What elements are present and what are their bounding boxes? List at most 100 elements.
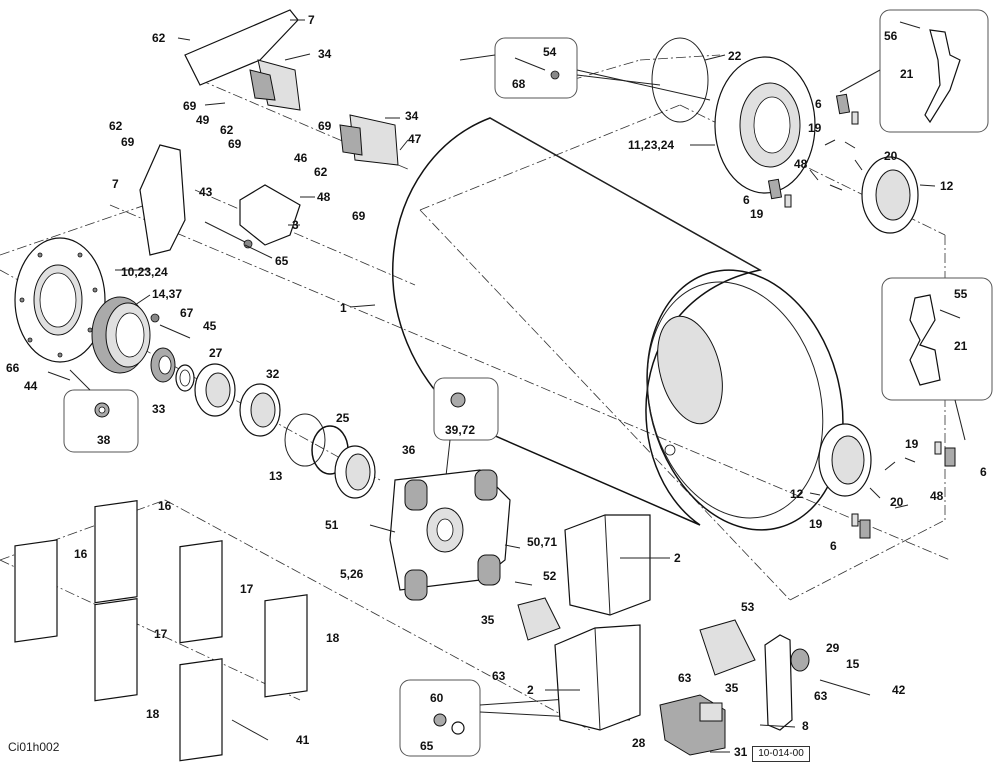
ring-12-lower [818,423,872,497]
label-66: 66 [6,361,20,375]
label-69: 69 [352,209,366,223]
bracket-3 [239,184,301,246]
bolt-50 [504,544,521,549]
bracket-plate-lower [554,624,641,731]
bracket-34a [249,59,301,111]
label-6: 6 [743,193,750,207]
washer-27 [175,364,195,392]
label-7-top: 7 [308,13,315,27]
bracket-35b [699,619,756,676]
segments-lower [851,441,956,539]
label-19: 19 [750,207,764,221]
assembly-axes [0,54,951,731]
right-flange [714,56,816,194]
label-35: 35 [725,681,739,695]
bolts-left [47,221,253,381]
gasket-22 [651,37,709,123]
label-25: 25 [336,411,350,425]
label-68: 68 [512,77,526,91]
leader-lines [115,19,936,753]
nut-33 [150,347,176,383]
label-65: 65 [275,254,289,268]
label-63: 63 [678,671,692,685]
label-62: 62 [314,165,328,179]
label-6: 6 [980,465,987,479]
label-47: 47 [408,132,422,146]
label-43: 43 [199,185,213,199]
label-52: 52 [543,569,557,583]
label-65: 65 [420,739,434,753]
label-19: 19 [808,121,822,135]
drawing-reference-box: 10-014-00 [752,746,810,762]
label-69: 69 [183,99,197,113]
label-8: 8 [802,719,809,733]
label-36: 36 [402,443,416,457]
label-34: 34 [318,47,332,61]
label-51: 51 [325,518,339,532]
label-16: 16 [74,547,88,561]
mounting-plate [389,469,511,601]
label-15: 15 [846,657,860,671]
label-28: 28 [632,736,646,750]
drawing-code: Ci01h002 [8,740,60,754]
label-13: 13 [269,469,283,483]
label-50-71: 50,71 [527,535,558,549]
bracket-plate-upper [564,514,651,616]
bracket-34b [339,114,399,166]
label-29: 29 [826,641,840,655]
bolt-42 [819,679,871,696]
callout-box-38 [63,369,139,453]
label-62: 62 [220,123,234,137]
label-49: 49 [196,113,210,127]
drum-shell [392,117,844,531]
label-22: 22 [728,49,742,63]
left-flange [14,237,106,363]
label-10-23-24: 10,23,24 [121,265,168,279]
label-69: 69 [121,135,135,149]
label-2: 2 [674,551,681,565]
bolt-52 [514,581,533,586]
label-34: 34 [405,109,419,123]
label-21: 21 [954,339,968,353]
label-1: 1 [340,301,347,315]
label-60: 60 [430,691,444,705]
bolt-41 [231,719,269,741]
hub [91,296,151,374]
label-5-26: 5,26 [340,567,364,581]
ring-12-upper [861,156,919,234]
sleeve-36 [334,445,376,499]
label-12: 12 [940,179,954,193]
label-2: 2 [527,683,534,697]
label-67: 67 [180,306,194,320]
segments-upper [767,93,863,208]
label-54: 54 [543,45,557,59]
label-18: 18 [146,707,160,721]
label-62: 62 [152,31,166,45]
label-48: 48 [930,489,944,503]
label-21: 21 [900,67,914,81]
ring-25 [284,413,326,467]
label-69: 69 [228,137,242,151]
label-38: 38 [97,433,111,447]
cover-plate-top [184,9,299,86]
motor-31 [659,694,726,756]
label-6: 6 [830,539,837,553]
label-20: 20 [890,495,904,509]
label-62: 62 [109,119,123,133]
label-44: 44 [24,379,38,393]
label-27: 27 [209,346,223,360]
label-17: 17 [240,582,254,596]
label-31: 31 [734,745,748,759]
label-19: 19 [809,517,823,531]
label-7-side: 7 [112,177,119,191]
label-63: 63 [814,689,828,703]
label-20: 20 [884,149,898,163]
callout-box-55-21 [881,277,993,441]
label-69: 69 [318,119,332,133]
label-42: 42 [892,683,906,697]
label-46: 46 [294,151,308,165]
label-63: 63 [492,669,506,683]
label-41: 41 [296,733,310,747]
bearing-32 [194,363,281,437]
